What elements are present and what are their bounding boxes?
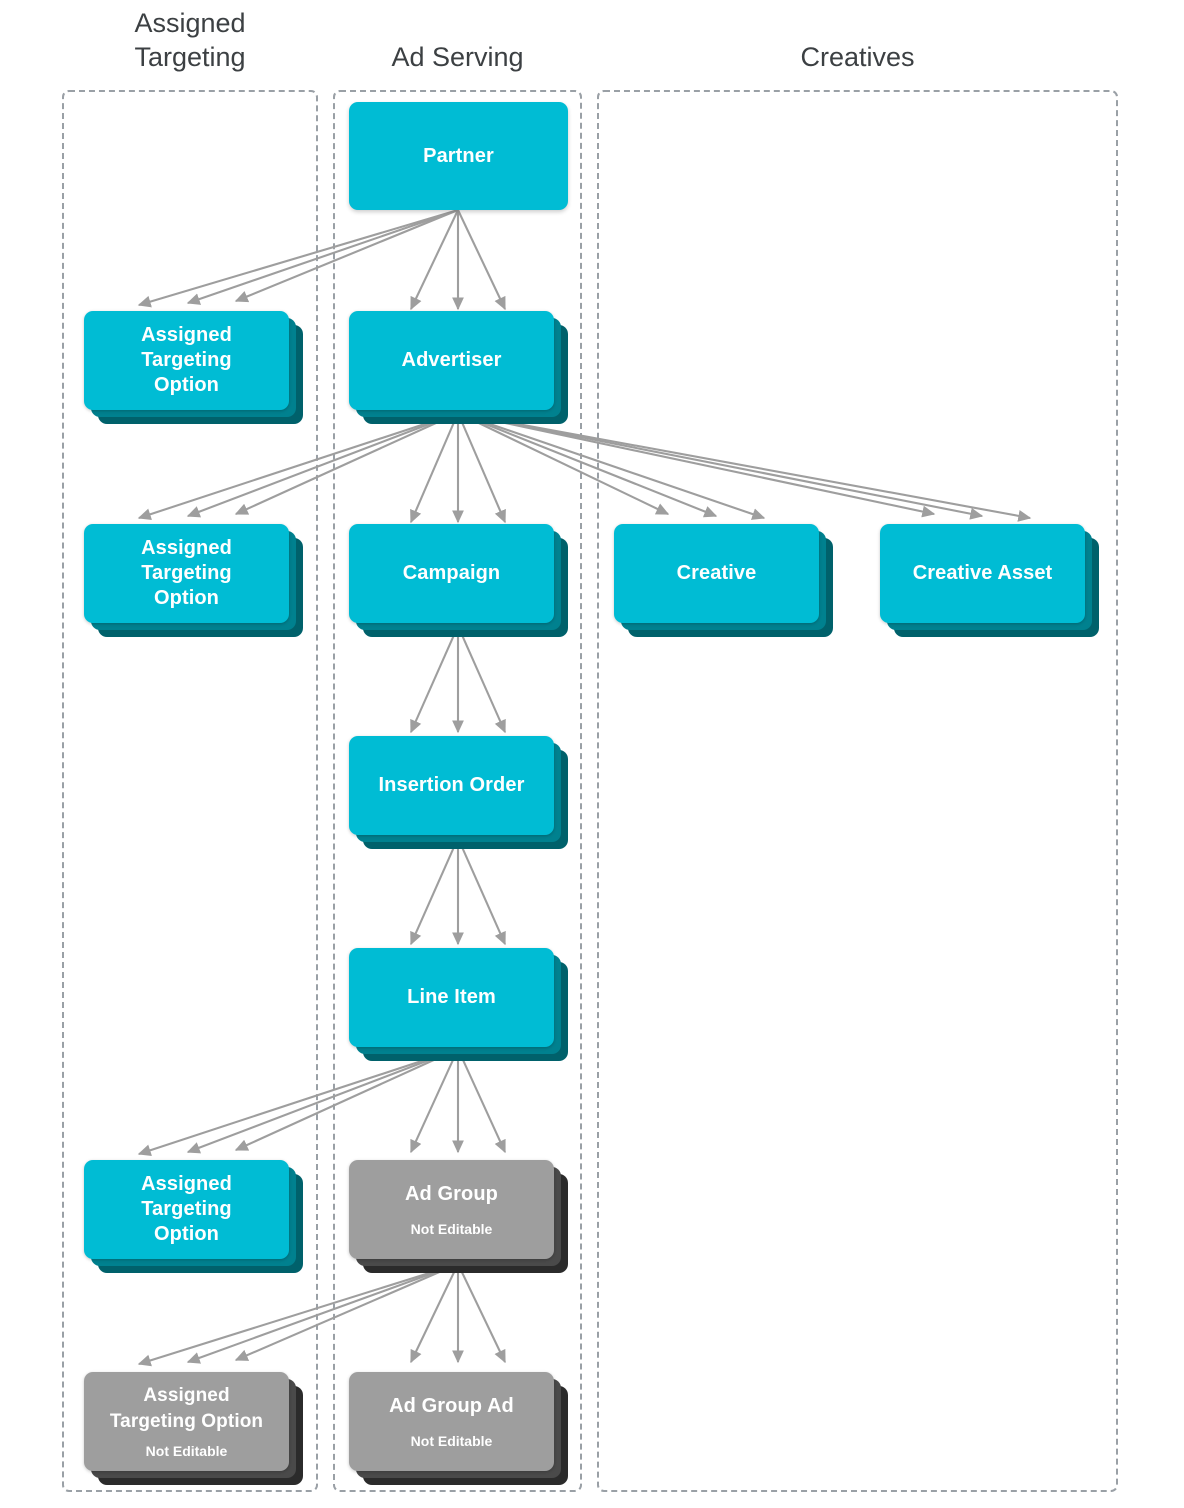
node-assigned-targeting-option-ad-group-title: Assigned Targeting Option: [109, 1385, 264, 1432]
node-assigned-targeting-option-ad-group-card[interactable]: Assigned Targeting Option Not Editable: [84, 1372, 289, 1471]
node-line-item[interactable]: Line Item: [349, 948, 568, 1061]
column-header-assigned-targeting: Assigned Targeting: [134, 8, 246, 72]
node-assigned-targeting-option-ad-group[interactable]: Assigned Targeting Option Not Editable: [84, 1372, 303, 1485]
node-creative-asset-title: Creative Asset: [912, 562, 1053, 584]
column-header-creatives: Creatives: [800, 42, 915, 72]
node-line-item-card[interactable]: Line Item: [349, 948, 554, 1047]
node-line-item-title: Line Item: [407, 986, 496, 1008]
node-ad-group-ad-card[interactable]: Ad Group Ad Not Editable: [349, 1372, 554, 1471]
node-campaign-title: Campaign: [402, 562, 501, 584]
node-partner[interactable]: Partner: [349, 102, 568, 210]
node-partner-title: Partner: [423, 144, 494, 167]
node-ad-group-ad-editability-label: Not Editable: [410, 1432, 493, 1449]
node-insertion-order-title: Insertion Order: [378, 774, 525, 796]
node-insertion-order[interactable]: Insertion Order: [349, 736, 568, 849]
node-creative-asset-card[interactable]: Creative Asset: [880, 524, 1085, 623]
node-ad-group-ad[interactable]: Ad Group Ad Not Editable: [349, 1372, 568, 1485]
node-campaign-card[interactable]: Campaign: [349, 524, 554, 623]
node-insertion-order-card[interactable]: Insertion Order: [349, 736, 554, 835]
node-creative-title: Creative: [676, 562, 757, 584]
node-campaign[interactable]: Campaign: [349, 524, 568, 637]
node-assigned-targeting-option-advertiser[interactable]: Assigned Targeting Option: [84, 524, 303, 637]
node-creative[interactable]: Creative: [614, 524, 833, 637]
group-frame-assigned-targeting: [62, 90, 318, 1492]
node-ad-group-title: Ad Group: [404, 1182, 498, 1205]
node-assigned-targeting-option-partner-title: Assigned Targeting Option: [141, 324, 232, 396]
node-advertiser[interactable]: Advertiser: [349, 311, 568, 424]
node-assigned-targeting-option-advertiser-card[interactable]: Assigned Targeting Option: [84, 524, 289, 623]
node-partner-card[interactable]: Partner: [349, 102, 568, 210]
node-creative-card[interactable]: Creative: [614, 524, 819, 623]
group-frame-creatives: [597, 90, 1118, 1492]
node-advertiser-card[interactable]: Advertiser: [349, 311, 554, 410]
node-assigned-targeting-option-line-item[interactable]: Assigned Targeting Option: [84, 1160, 303, 1273]
node-ad-group-editability-label: Not Editable: [410, 1220, 493, 1237]
node-assigned-targeting-option-advertiser-title: Assigned Targeting Option: [141, 537, 232, 609]
node-advertiser-title: Advertiser: [401, 349, 502, 371]
node-assigned-targeting-option-partner-card[interactable]: Assigned Targeting Option: [84, 311, 289, 410]
node-ad-group-ad-title: Ad Group Ad: [389, 1394, 514, 1417]
node-assigned-targeting-option-partner[interactable]: Assigned Targeting Option: [84, 311, 303, 424]
node-creative-asset[interactable]: Creative Asset: [880, 524, 1099, 637]
node-assigned-targeting-option-line-item-title: Assigned Targeting Option: [141, 1173, 232, 1245]
node-ad-group-card[interactable]: Ad Group Not Editable: [349, 1160, 554, 1259]
column-header-ad-serving: Ad Serving: [391, 42, 524, 72]
node-ad-group[interactable]: Ad Group Not Editable: [349, 1160, 568, 1273]
group-frame-ad-serving: [333, 90, 582, 1492]
node-assigned-targeting-option-line-item-card[interactable]: Assigned Targeting Option: [84, 1160, 289, 1259]
node-assigned-targeting-option-ad-group-editability-label: Not Editable: [145, 1443, 228, 1459]
